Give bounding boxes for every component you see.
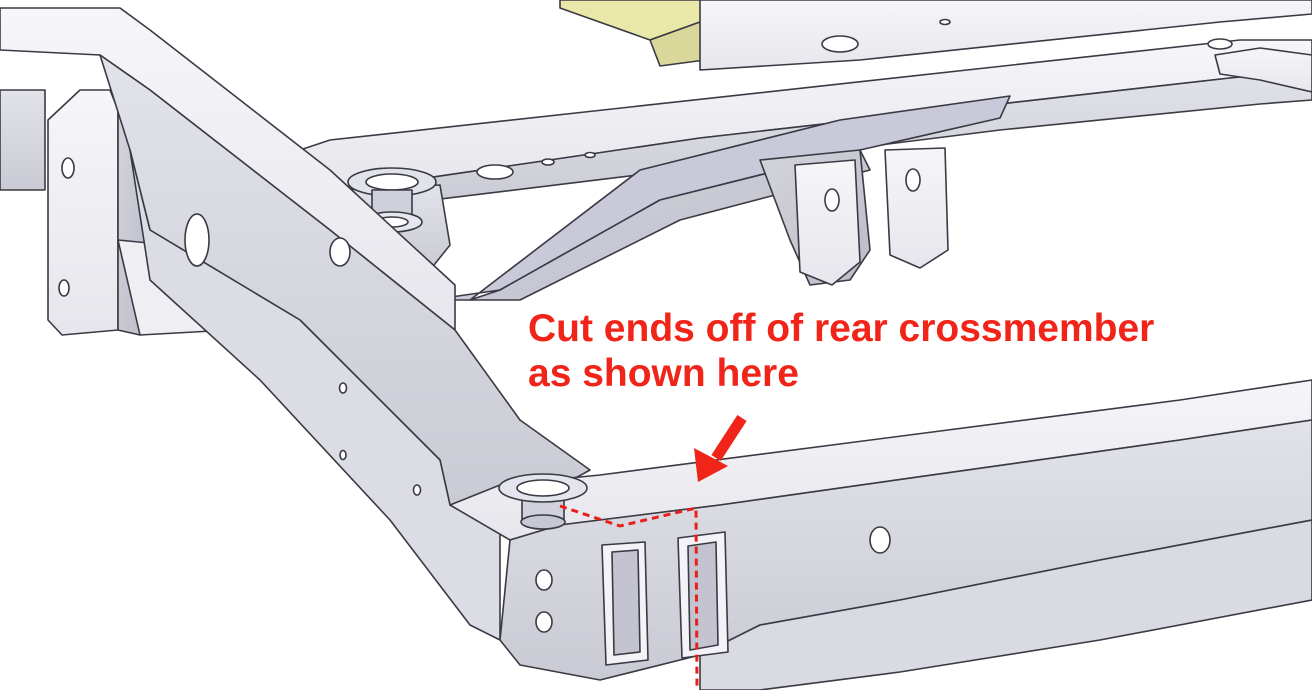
near-body-mount — [498, 473, 588, 530]
shackle-hanger-brackets — [759, 147, 949, 286]
callout-text-line-1: Cut ends off of rear crossmember — [528, 307, 1155, 350]
rear-crossmember — [449, 379, 1312, 690]
cut-line — [559, 504, 699, 690]
diagonal-side-rail — [0, 7, 591, 641]
yellow-bracket — [559, 0, 706, 67]
upper-frame-rail — [299, 0, 1312, 301]
pointer-arrow — [694, 415, 747, 482]
callout-text-line-2: as shown here — [528, 352, 799, 395]
